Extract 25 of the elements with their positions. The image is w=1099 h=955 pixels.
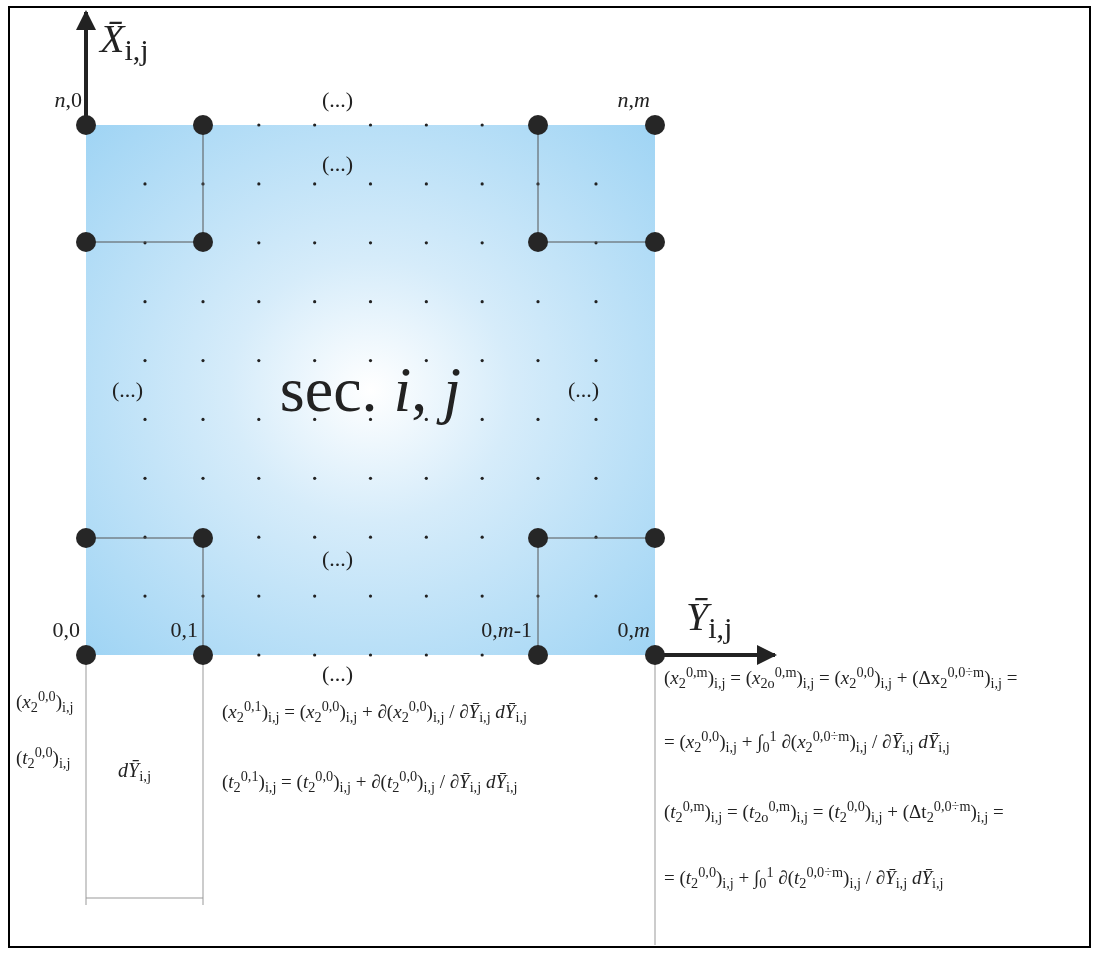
point-label: 0,m (616, 616, 650, 644)
formula: (t$_{2}$$^{0,m}$)$_{i,j}$ = (t$_{2o}$$^{0,m}$)$_{i,j}$ = (t$_{2}$$^{0,0}$)$_{i,j}$ + (Δt$_{2}$$^{0,0÷m}$)$_{i,j}$ = (664, 800, 1005, 824)
point-label: 0,0 (51, 616, 80, 644)
formula: (t$_{2}$$^{0,1}$)$_{i,j}$ = (t$_{2}$$^{0,0}$)$_{i,j}$ + ∂(t$_{2}$$^{0,0}$)$_{i,j}$ / ∂Ȳ$_{i,j}$ dȲ$_{i,j}$ (222, 770, 519, 794)
ellipsis-label: (...) (568, 376, 601, 404)
axis-label: Ȳ$_{i,j}$ (686, 593, 734, 642)
formula: = (x$_{2}$$^{0,0}$)$_{i,j}$ + ∫$_{0}$$^{1}$ ∂(x$_{2}$$^{0,0÷m}$)$_{i,j}$ / ∂Ȳ$_{i,j}$ dȲ$_{i,j}$ (664, 730, 951, 754)
point-label: n,0 (53, 86, 82, 114)
point-label: 0,1 (169, 616, 198, 644)
formula: (x$_{2}$$^{0,1}$)$_{i,j}$ = (x$_{2}$$^{0,0}$)$_{i,j}$ + ∂(x$_{2}$$^{0,0}$)$_{i,j}$ / ∂Ȳ$_{i,j}$ dȲ$_{i,j}$ (222, 700, 528, 724)
axis-label: X̄$_{i,j}$ (100, 15, 150, 64)
ellipsis-label: (...) (322, 545, 355, 573)
formula: = (t$_{2}$$^{0,0}$)$_{i,j}$ + ∫$_{0}$$^{1}$ ∂(t$_{2}$$^{0,0÷m}$)$_{i,j}$ / ∂Ȳ$_{i,j}$ dȲ$_{i,j}$ (664, 866, 945, 890)
formula: (x$_{2}$$^{0,0}$)$_{i,j}$ (16, 690, 75, 714)
ellipsis-label: (...) (322, 86, 355, 114)
section-area (86, 125, 655, 655)
ellipsis-label: (...) (322, 150, 355, 178)
ellipsis-label: (...) (322, 660, 355, 688)
section-title: sec. i, j (279, 353, 462, 427)
point-label: n,m (616, 86, 650, 114)
dimension-label: dȲ$_{i,j}$ (118, 758, 153, 783)
ellipsis-label: (...) (112, 376, 145, 404)
formula: (t$_{2}$$^{0,0}$)$_{i,j}$ (16, 746, 72, 770)
formula: (x$_{2}$$^{0,m}$)$_{i,j}$ = (x$_{2o}$$^{0,m}$)$_{i,j}$ = (x$_{2}$$^{0,0}$)$_{i,j}$ + (Δx$_{2}$$^{0,0÷m}$)$_{i,j}$ = (664, 666, 1019, 690)
point-label: 0,m-1 (480, 616, 532, 644)
